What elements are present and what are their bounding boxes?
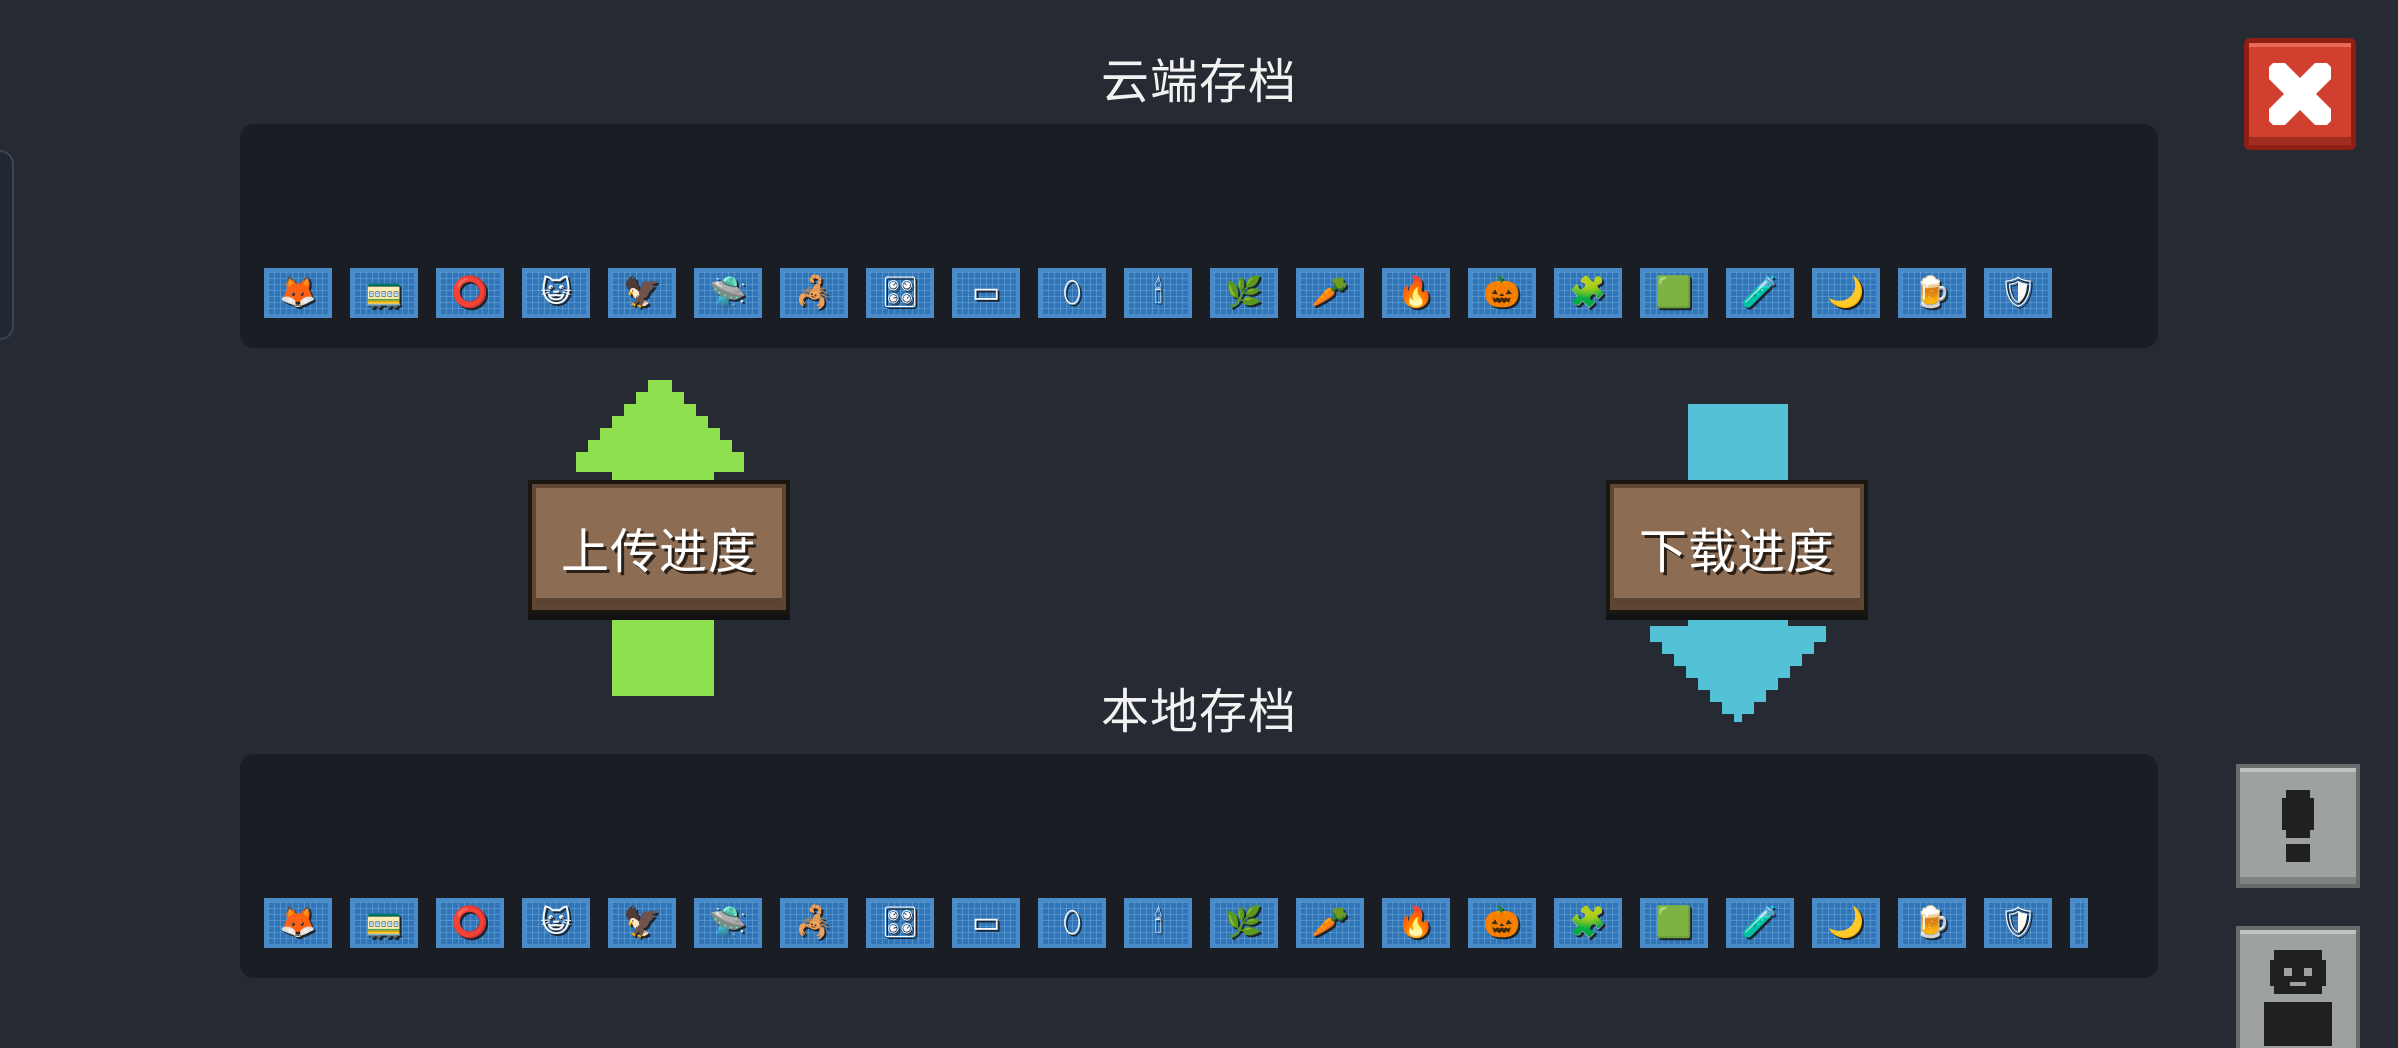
cloud-slot: 🌙 [1812,268,1880,318]
local-slot: 🛡 [1984,898,2052,948]
cloud-save-panel: 🦊 🚃 ⭕ 😺 🦅 🛸 🦂 🎛 ▭ ⬯ 🕯 🌿 🥕 🔥 🎃 🧩 🟩 🧪 🌙 🍺 🛡 [240,124,2158,348]
local-slot: 😺 [522,898,590,948]
local-slot: 🧩 [1554,898,1622,948]
local-slot: 🦊 [264,898,332,948]
local-slot: 🍺 [1898,898,1966,948]
local-slot: 🎛 [866,898,934,948]
local-slot: ⭕ [436,898,504,948]
local-slot: 🔥 [1382,898,1450,948]
cloud-slot: 🛡 [1984,268,2052,318]
local-slot: 🦅 [608,898,676,948]
cloud-save-title: 云端存档 [1100,54,1297,110]
local-slot: ▭ [952,898,1020,948]
local-slot: 🌿 [1210,898,1278,948]
cloud-slot: 🍺 [1898,268,1966,318]
cloud-slot: 🟩 [1640,268,1708,318]
exclamation-icon [2282,790,2314,862]
cloud-slot: 🚃 [350,268,418,318]
local-slot: 🌙 [1812,898,1880,948]
local-save-panel: 🦊 🚃 ⭕ 😺 🦅 🛸 🦂 🎛 ▭ ⬯ 🕯 🌿 🥕 🔥 🎃 🧩 🟩 🧪 🌙 🍺 🛡 [240,754,2158,978]
profile-button[interactable] [2236,926,2360,1048]
cloud-slot: 🛸 [694,268,762,318]
person-icon [2264,950,2332,1046]
local-slot: 🎃 [1468,898,1536,948]
cloud-slot: 🎛 [866,268,934,318]
cloud-slot: 🦂 [780,268,848,318]
info-button[interactable] [2236,764,2360,888]
local-slot-partial [2070,898,2088,948]
upload-progress-button[interactable]: 上传进度 [528,480,790,614]
local-slot: 🥕 [1296,898,1364,948]
local-slot: 🚃 [350,898,418,948]
cloud-slot: ▭ [952,268,1020,318]
cloud-slot: 🥕 [1296,268,1364,318]
download-progress-button[interactable]: 下载进度 [1606,480,1868,614]
local-slot: 🛸 [694,898,762,948]
close-icon [2269,63,2331,125]
cloud-save-slots: 🦊 🚃 ⭕ 😺 🦅 🛸 🦂 🎛 ▭ ⬯ 🕯 🌿 🥕 🔥 🎃 🧩 🟩 🧪 🌙 🍺 🛡 [264,268,2052,318]
left-side-tab[interactable] [0,150,14,340]
cloud-slot: 🎃 [1468,268,1536,318]
close-button[interactable] [2244,38,2356,150]
local-slot: 🦂 [780,898,848,948]
cloud-slot: 😺 [522,268,590,318]
local-slot: 🕯 [1124,898,1192,948]
cloud-slot: 🧩 [1554,268,1622,318]
cloud-slot: ⬯ [1038,268,1106,318]
local-slot: ⬯ [1038,898,1106,948]
cloud-slot: 🦅 [608,268,676,318]
local-save-slots: 🦊 🚃 ⭕ 😺 🦅 🛸 🦂 🎛 ▭ ⬯ 🕯 🌿 🥕 🔥 🎃 🧩 🟩 🧪 🌙 🍺 🛡 [264,898,2088,948]
cloud-slot: 🦊 [264,268,332,318]
local-save-title: 本地存档 [1100,684,1297,740]
cloud-slot: 🧪 [1726,268,1794,318]
cloud-slot: 🕯 [1124,268,1192,318]
local-slot: 🟩 [1640,898,1708,948]
cloud-slot: 🔥 [1382,268,1450,318]
cloud-slot: ⭕ [436,268,504,318]
cloud-slot: 🌿 [1210,268,1278,318]
local-slot: 🧪 [1726,898,1794,948]
